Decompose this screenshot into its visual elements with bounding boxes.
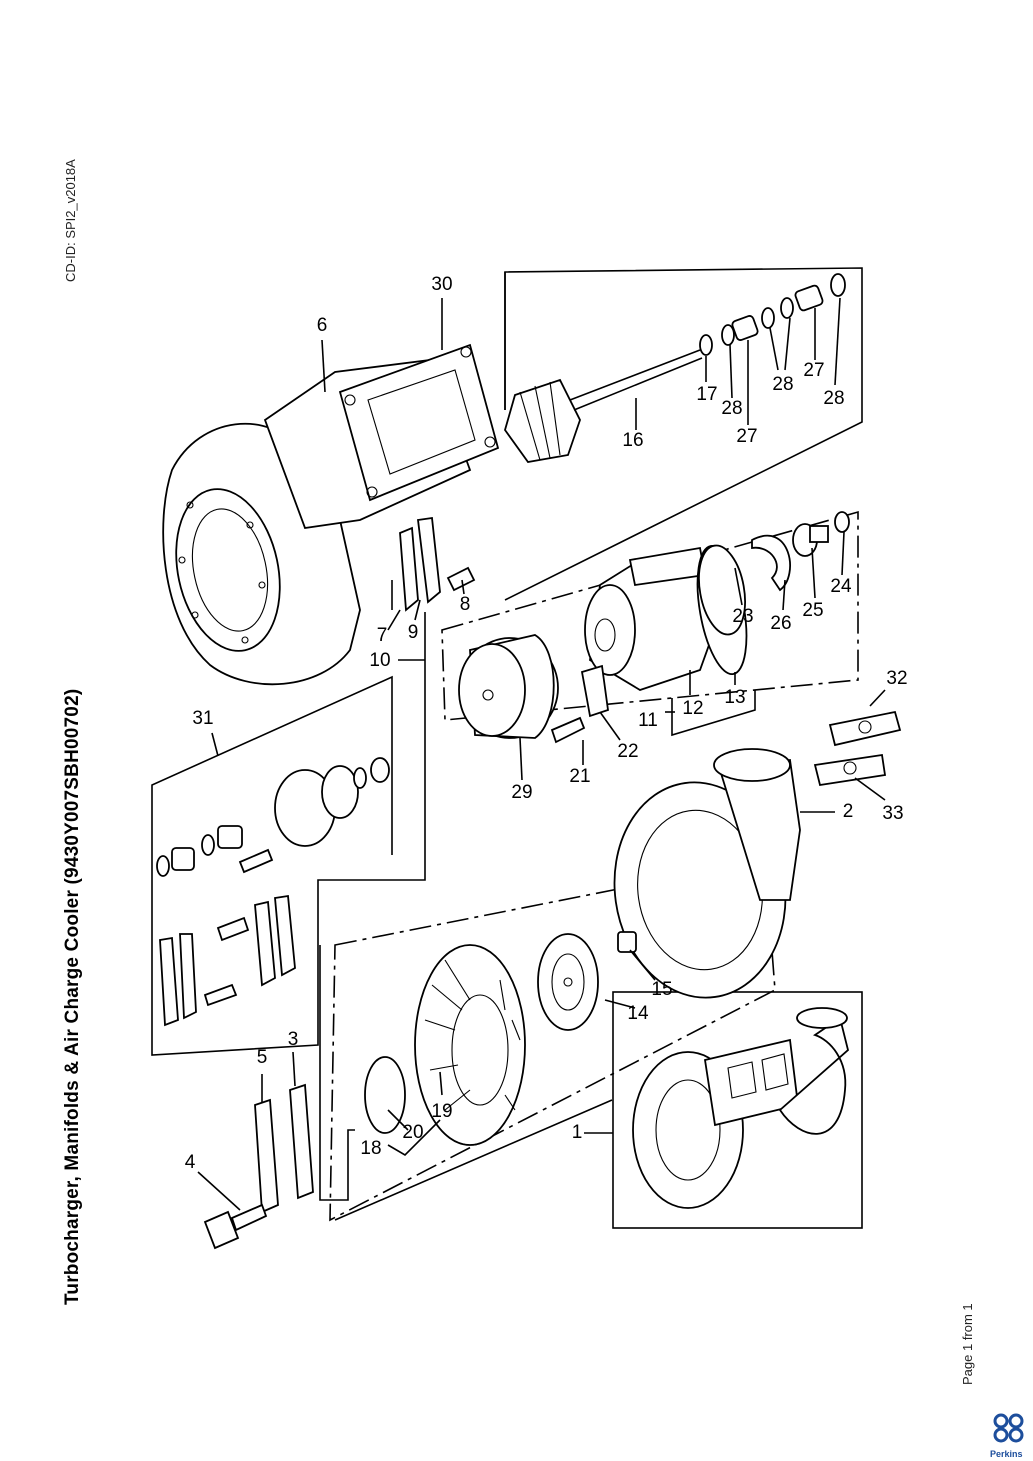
callout-28a: 28	[721, 398, 742, 419]
compressor-wheel	[537, 933, 599, 1031]
callout-28c: 28	[823, 388, 844, 409]
perkins-logo-icon	[993, 1413, 1024, 1443]
turbo-assembly-box	[612, 991, 863, 1229]
callout-27a: 27	[736, 426, 757, 447]
callout-11: 11	[638, 710, 658, 731]
callout-33: 33	[882, 803, 903, 824]
seal-ring	[698, 544, 746, 636]
diffuser-plate	[414, 944, 526, 1146]
brand-wordmark: Perkins	[990, 1449, 1023, 1459]
group-frame-left-bracket	[151, 612, 426, 1056]
callout-24: 24	[830, 576, 852, 597]
callout-labels: 1 2 3 4 5 6 7 8 9 10 11 12 13 14 15 16 1…	[185, 274, 908, 1173]
compressor-nut	[617, 931, 637, 953]
group-frame-center-dashed	[441, 510, 859, 721]
clamp-plate-3	[289, 1083, 314, 1200]
flange-gasket	[338, 343, 500, 502]
callout-2: 2	[843, 801, 854, 822]
thrust-collar	[792, 523, 829, 557]
bolt	[550, 716, 586, 744]
compressor-housing	[613, 748, 801, 999]
callout-3: 3	[288, 1029, 299, 1050]
callout-21: 21	[569, 766, 590, 787]
gasket-plate-b	[813, 753, 887, 787]
gasket-plate-a	[828, 710, 902, 747]
callout-31: 31	[192, 708, 213, 729]
group-frame-lower-dashed	[329, 859, 776, 1222]
lock-plate	[580, 664, 609, 718]
callout-27b: 27	[803, 360, 824, 381]
clamp-plate-5	[254, 1098, 279, 1214]
callout-4: 4	[185, 1152, 196, 1173]
callout-5: 5	[257, 1047, 268, 1068]
callout-10: 10	[369, 650, 390, 671]
complete-turbocharger	[632, 1007, 850, 1209]
callout-1: 1	[572, 1122, 583, 1143]
callout-12: 12	[682, 698, 703, 719]
callout-17: 17	[696, 384, 717, 405]
callout-6: 6	[317, 315, 328, 336]
callout-18: 18	[360, 1138, 381, 1159]
circlip	[364, 1056, 406, 1134]
callout-20: 20	[402, 1122, 423, 1143]
callout-16: 16	[622, 430, 643, 451]
callout-22: 22	[617, 741, 638, 762]
hex-bolt	[203, 1203, 268, 1250]
callout-9: 9	[408, 622, 419, 643]
shaft-rings	[699, 273, 846, 356]
callout-23: 23	[732, 606, 753, 627]
callout-29: 29	[511, 782, 532, 803]
turbine-shaft-wheel	[504, 349, 703, 463]
callout-19: 19	[431, 1101, 452, 1122]
callout-7: 7	[377, 625, 388, 646]
group-frame-lower-bracket	[319, 945, 613, 1221]
callout-8: 8	[460, 594, 471, 615]
callout-15: 15	[651, 979, 672, 1000]
callout-32: 32	[886, 668, 907, 689]
snap-ring	[834, 511, 850, 533]
callout-25: 25	[802, 600, 823, 621]
callout-30: 30	[431, 274, 452, 295]
callout-26: 26	[770, 613, 791, 634]
service-kit-parts	[156, 757, 390, 1027]
group-frame-shaft-outline	[504, 267, 863, 601]
callout-13: 13	[724, 687, 745, 708]
clamp-plates	[399, 516, 476, 612]
backplate	[458, 634, 559, 739]
callout-14: 14	[627, 1003, 649, 1024]
leader-lines	[197, 297, 886, 1211]
callout-28b: 28	[772, 374, 793, 395]
heat-shield	[751, 534, 791, 592]
